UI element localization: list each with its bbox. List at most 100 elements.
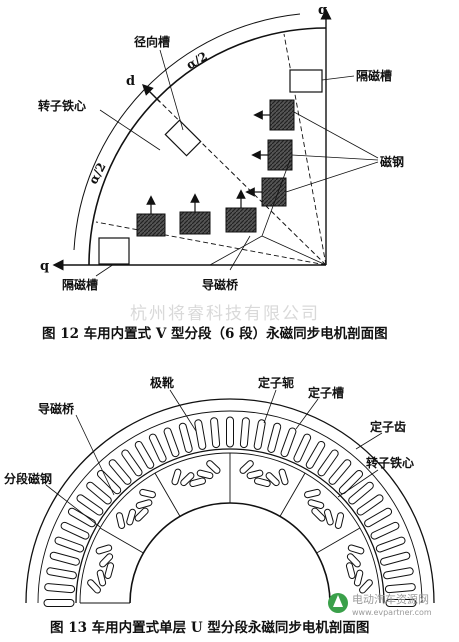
stator-slot [280, 427, 297, 458]
magnet-segment [196, 469, 214, 480]
stator-slot [86, 481, 112, 505]
stator-slots [43, 416, 417, 607]
magnet-segment [171, 468, 182, 486]
stator-slot [226, 416, 234, 448]
magnet-segment [104, 562, 115, 579]
label-stator-tooth: 定子齿 [370, 419, 406, 434]
leader-lines-13 [45, 389, 383, 528]
magnet-segment [246, 469, 264, 480]
label-rotor-core-13: 转子铁心 [366, 455, 414, 470]
stator-slot [76, 494, 104, 516]
magnet-segment [87, 579, 101, 594]
logo-url: www.evpartner.com [352, 608, 432, 617]
q-axis-label-top: q [318, 3, 327, 18]
stator-outer-arc [25, 398, 435, 604]
magnet-segment [115, 512, 126, 529]
magnet-segment [345, 562, 356, 579]
label-radial-slot: 径向槽 [134, 34, 170, 49]
magnet-segment [189, 477, 206, 488]
pole-divider [154, 472, 181, 517]
magnet-segment [278, 468, 289, 486]
stator-slot [178, 422, 193, 453]
d-axis-label: d [126, 74, 135, 89]
pole-divider [316, 527, 361, 554]
stator-yoke-arc [37, 410, 423, 604]
magnet-segment [324, 508, 334, 526]
d-axis [149, 91, 327, 266]
figure-12-caption: 图 12 车用内置式 V 型分段（6 段）永磁同步电机剖面图 [42, 325, 388, 342]
magnet-segment [136, 213, 166, 237]
label-magnetic-bridge-13: 导磁桥 [38, 401, 75, 416]
stator-slot [380, 551, 411, 566]
magnet-segment [304, 488, 321, 499]
stator-slot [210, 417, 221, 449]
stator-slot [328, 459, 352, 485]
flux-barrier-slot-top [289, 69, 323, 93]
shaft-arc [129, 502, 331, 604]
label-stator-slot: 定子槽 [308, 385, 344, 400]
stator-slot [43, 599, 75, 607]
stator-slot [348, 481, 374, 505]
angle-label-top: α/2 [184, 49, 210, 72]
stator-slot [54, 536, 85, 553]
figure-12-diagram: q q d α/2 α/2 [38, 3, 404, 342]
stator-slot [293, 433, 312, 463]
stator-slot [267, 422, 282, 453]
pole-boundary-left [95, 221, 327, 266]
stator-slot [148, 433, 167, 463]
magnet-segment [265, 472, 280, 487]
magnet-segment [359, 579, 373, 594]
bridge-line [209, 235, 263, 266]
label-rotor-core: 转子铁心 [38, 98, 86, 113]
stator-slot [60, 521, 90, 540]
figure-13: 极靴 定子轭 定子槽 定子齿 转子铁心 导磁桥 分段磁钢 电动汽车资源网 www… [0, 345, 459, 638]
stator-rotor-arcs [25, 398, 435, 604]
q-axis-label-left: q [40, 259, 49, 274]
label-flux-barrier-bottom: 隔磁槽 [62, 277, 98, 292]
magnet-segment [353, 569, 364, 587]
pole-divider [99, 527, 144, 554]
stator-slot [108, 459, 132, 485]
stator-slot [370, 521, 400, 540]
magnet-segment [206, 460, 221, 474]
logo-text: 电动汽车资源网 [352, 592, 429, 606]
stator-slot [163, 427, 180, 458]
magnet-segment [96, 569, 107, 587]
stator-slot [385, 599, 417, 607]
flux-barrier-slot-bottom [98, 237, 130, 265]
magnet-segment [126, 508, 136, 526]
stator-slot [305, 440, 326, 469]
magnet-segment [347, 544, 365, 555]
label-pole-shoe: 极靴 [150, 375, 174, 390]
bridge-line [261, 159, 291, 237]
stator-slot [121, 449, 143, 477]
magnet-segment [307, 499, 325, 509]
stator-slot [49, 551, 80, 566]
angle-arc [73, 13, 301, 251]
figure-13-caption: 图 13 车用内置式单层 U 型分段永磁同步电机剖面图 [50, 619, 369, 636]
figure-13-diagram: 极靴 定子轭 定子槽 定子齿 转子铁心 导磁桥 分段磁钢 电动汽车资源网 www… [4, 375, 435, 636]
stator-slot [96, 469, 122, 495]
label-stator-yoke: 定子轭 [258, 375, 294, 390]
label-segmented-magnet: 分段磁钢 [4, 471, 52, 486]
magnet-segment [179, 211, 211, 235]
stator-slot [338, 469, 364, 495]
label-flux-barrier-top: 隔磁槽 [356, 68, 392, 83]
corner-logo: 电动汽车资源网 www.evpartner.com [328, 592, 432, 617]
magnet-segment [254, 477, 271, 488]
magnetization-arrows [146, 110, 270, 214]
stator-slot [194, 419, 207, 450]
magnet-segment [134, 507, 149, 522]
radial-slot [164, 119, 202, 157]
stator-inner-arc [75, 448, 385, 604]
rotor-magnets [80, 453, 373, 604]
magnet-group-vertical [261, 99, 295, 207]
rotor-outer-arc [88, 27, 327, 266]
stator-slot [253, 419, 266, 450]
d-axis-arrow [142, 84, 161, 103]
figure-12: q q d α/2 α/2 [38, 3, 404, 342]
stator-slot [44, 583, 76, 594]
magnet-group-horizontal [136, 207, 257, 237]
magnet-segment [334, 512, 345, 529]
stator-slot [375, 536, 406, 553]
